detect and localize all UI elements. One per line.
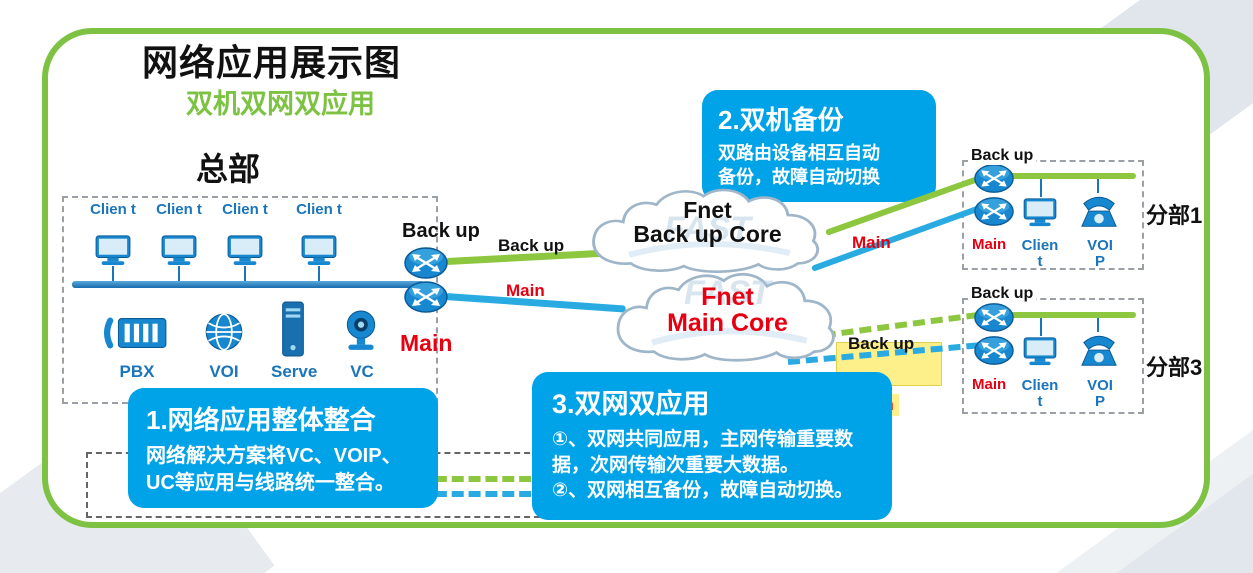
hq-main-line-label: Main xyxy=(506,281,545,300)
hq-title: 总部 xyxy=(196,151,261,187)
server-icon xyxy=(282,301,304,357)
client-monitor-icon xyxy=(1023,337,1057,366)
branch1-main-label: Main xyxy=(972,236,1007,253)
cloud-watermark: FAST xyxy=(664,210,751,248)
branch3-main-label: Main xyxy=(972,376,1007,393)
cloud-shape xyxy=(592,188,820,273)
branch3-backup-label: Back up xyxy=(968,285,1037,303)
branch3-box xyxy=(962,298,1144,414)
branch3-client-label: Clien t xyxy=(1021,377,1059,410)
client-monitor-icon xyxy=(301,235,337,266)
bottom-backup-dashed-line xyxy=(418,476,548,482)
backup-cloud-name: Fnet xyxy=(683,197,732,223)
client-link xyxy=(112,266,114,282)
client-label: Clien t xyxy=(156,201,202,218)
branch3-backup-bus xyxy=(998,312,1136,318)
branch3-voip-link xyxy=(1097,318,1099,332)
backup-cloud-core: Back up Core xyxy=(633,221,782,247)
page-title: 网络应用展示图 xyxy=(142,42,402,83)
voip-globe-icon xyxy=(205,313,243,351)
callout-body-2: ②、双网相互备份，故障自动切换。 xyxy=(552,480,854,502)
branch3-name: 分部3 xyxy=(1146,355,1203,380)
branch3-backup-line-label: Back up xyxy=(848,334,915,353)
callout-body: 双路由设备相互自动备份，故障自动切换 xyxy=(718,143,880,188)
cloud-shape xyxy=(616,272,835,362)
client-monitor-icon xyxy=(227,235,263,266)
voip-phone-icon xyxy=(1081,335,1117,366)
device-label-vc: VC xyxy=(350,362,374,381)
branch1-client-label: Clien t xyxy=(1021,237,1059,270)
router-icon xyxy=(974,164,1014,193)
router-icon xyxy=(974,303,1014,332)
client-label: Clien t xyxy=(296,201,342,218)
callout-title: 3.双网双应用 xyxy=(552,389,710,419)
page-subtitle: 双机双网双应用 xyxy=(186,89,375,119)
router-icon xyxy=(974,336,1014,365)
client-link xyxy=(318,266,320,282)
client-monitor-icon xyxy=(95,235,131,266)
callout-title: 1.网络应用整体整合 xyxy=(146,405,376,435)
hq-lan-bus xyxy=(72,281,424,288)
client-link xyxy=(244,266,246,282)
backup-core-cloud: FAST Fnet Back up Core xyxy=(580,184,835,279)
callout-integration: 1.网络应用整体整合 网络解决方案将VC、VOIP、UC等应用与线路统一整合。 xyxy=(128,388,438,508)
branch1-client-link xyxy=(1040,179,1042,197)
callout-body-1: ①、双网共同应用，主网传输重要数据，次网传输次重要大数据。 xyxy=(552,429,854,476)
device-label-voip: VOI xyxy=(209,362,239,381)
callout-dual-network: 3.双网双应用 ①、双网共同应用，主网传输重要数据，次网传输次重要大数据。 ②、… xyxy=(532,372,892,520)
main-cloud-core: Main Core xyxy=(667,309,788,337)
callout-body: 网络解决方案将VC、VOIP、UC等应用与线路统一整合。 xyxy=(146,445,402,494)
device-label-server: Serve xyxy=(271,362,318,381)
hq-main-router-label: Main xyxy=(400,330,453,356)
branch1-voip-link xyxy=(1097,179,1099,193)
hq-backup-router-label: Back up xyxy=(402,220,480,242)
router-icon xyxy=(974,197,1014,226)
branch3-client-link xyxy=(1040,318,1042,336)
main-cloud-name: Fnet xyxy=(701,283,754,311)
pbx-icon xyxy=(104,317,167,349)
video-camera-icon xyxy=(346,310,376,350)
branch3-voip-label: VOI P xyxy=(1087,377,1113,410)
router-icon xyxy=(404,247,448,279)
callout-dual-router-backup: 2.双机备份 双路由设备相互自动备份，故障自动切换 xyxy=(702,90,936,202)
bottom-main-dashed-line xyxy=(418,491,548,497)
device-label-pbx: PBX xyxy=(119,362,155,381)
voip-phone-icon xyxy=(1081,196,1117,227)
client-link xyxy=(178,266,180,282)
cloud-watermark: FAST xyxy=(684,274,771,312)
branch1-backup-label: Back up xyxy=(968,147,1037,165)
branch1-backup-bus xyxy=(998,173,1136,179)
branch1-main-line-label: Main xyxy=(852,233,891,252)
client-monitor-icon xyxy=(1023,198,1057,227)
client-monitor-icon xyxy=(161,235,197,266)
hq-backup-line-label: Back up xyxy=(498,236,565,255)
branch1-voip-label: VOI P xyxy=(1087,237,1113,270)
client-label: Clien t xyxy=(222,201,268,218)
main-core-cloud: FAST Fnet Main Core xyxy=(605,268,850,368)
client-label: Clien t xyxy=(90,201,136,218)
branch1-name: 分部1 xyxy=(1146,203,1203,228)
router-icon xyxy=(404,281,448,313)
callout-title: 2.双机备份 xyxy=(718,105,844,135)
